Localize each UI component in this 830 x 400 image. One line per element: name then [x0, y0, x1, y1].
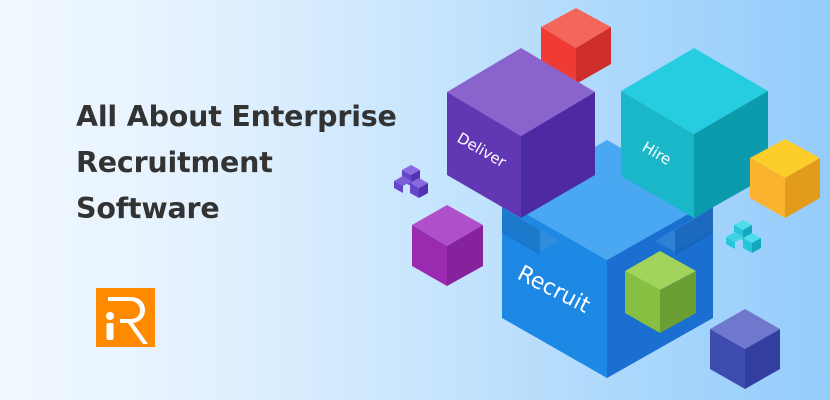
- hire-cube: Hire: [621, 48, 768, 218]
- title-line-3: Software: [76, 192, 220, 225]
- deliver-cube: Deliver: [447, 48, 595, 218]
- red-cube: [541, 8, 611, 84]
- magenta-cube: [412, 205, 483, 286]
- cyan-cross: [726, 220, 761, 253]
- title-line-2: Recruitment: [76, 146, 273, 179]
- purple-cross: [394, 165, 428, 198]
- title-line-1: All About Enterprise: [76, 100, 397, 133]
- yellow-cube: [750, 139, 820, 218]
- green-cube: [625, 251, 696, 333]
- page-title: All About Enterprise Recruitment Softwar…: [76, 94, 397, 232]
- indigo-cube: [710, 309, 780, 389]
- ir-logo-icon: [96, 288, 155, 347]
